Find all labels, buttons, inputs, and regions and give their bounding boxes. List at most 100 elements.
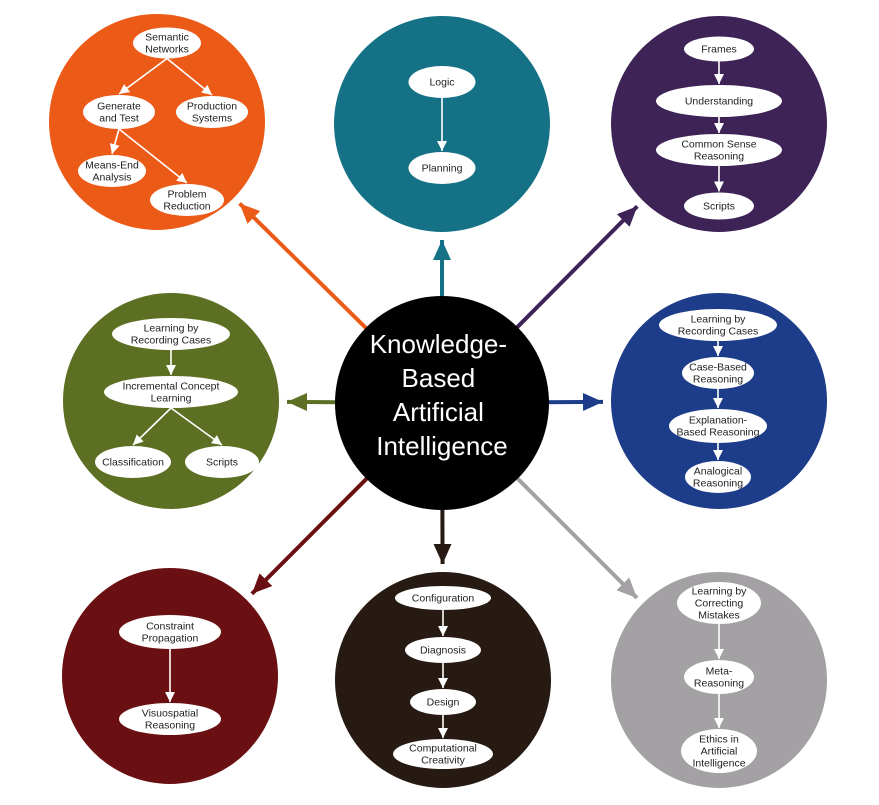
- concept-label-line: Common Sense: [681, 139, 756, 151]
- concept-ellipse: [104, 376, 238, 408]
- concept-label: Logic: [429, 77, 454, 89]
- concept-label-line: Learning: [151, 393, 192, 405]
- concept-node: Meta-Reasoning: [684, 660, 754, 694]
- concept-node: Design: [410, 689, 476, 715]
- center-title-line: Knowledge-: [370, 329, 507, 359]
- concept-ellipse: [119, 703, 221, 735]
- concept-label-line: Correcting: [695, 598, 744, 610]
- concept-ellipse: [659, 309, 777, 341]
- concept-label-line: Reasoning: [145, 720, 195, 732]
- concept-label-line: Configuration: [412, 593, 475, 605]
- concept-ellipse: [95, 446, 171, 478]
- concept-label-line: Understanding: [685, 96, 753, 108]
- concept-label: Diagnosis: [420, 645, 466, 657]
- concept-label: Explanation-Based Reasoning: [677, 415, 760, 439]
- concept-ellipse: [185, 446, 259, 478]
- node-connector: [118, 57, 168, 95]
- concept-node: Explanation-Based Reasoning: [669, 409, 767, 443]
- spoke-arrow-purple: [511, 204, 639, 333]
- concept-node: Scripts: [684, 192, 754, 220]
- concept-label-line: Systems: [192, 113, 232, 125]
- center-title: Knowledge- Based Artificial Intelligence: [370, 329, 515, 461]
- concept-label-line: Ethics in: [699, 734, 739, 746]
- concept-label-line: Creativity: [421, 755, 466, 767]
- concept-label-line: Problem: [167, 189, 206, 201]
- concept-node: Scripts: [185, 446, 259, 478]
- concept-label-line: Computational: [409, 743, 477, 755]
- concept-label-line: Learning by: [144, 323, 200, 335]
- concept-node: Classification: [95, 446, 171, 478]
- concept-label-line: Design: [427, 697, 460, 709]
- center-title-line: Based: [402, 363, 476, 393]
- concept-label: Frames: [701, 44, 737, 56]
- concept-ellipse: [112, 318, 230, 350]
- concept-label-line: Reasoning: [693, 478, 743, 490]
- center-title-line: Intelligence: [376, 431, 508, 461]
- node-connector: [109, 128, 120, 155]
- spoke-arrow-maroon: [250, 473, 373, 596]
- concept-node: Logic: [408, 66, 476, 98]
- concept-label: Scripts: [703, 201, 735, 213]
- concept-label-line: Incremental Concept: [123, 381, 220, 393]
- concept-label-line: Reasoning: [694, 151, 744, 163]
- concept-ellipse: [393, 739, 493, 769]
- concept-ellipse: [408, 66, 476, 98]
- concept-ellipse: [669, 409, 767, 443]
- concept-label: Planning: [422, 163, 463, 175]
- concept-label-line: Reduction: [163, 201, 210, 213]
- concept-ellipse: [176, 96, 248, 128]
- concept-node: Frames: [684, 36, 754, 62]
- concept-label-line: Analogical: [694, 466, 742, 478]
- node-connector: [170, 407, 223, 446]
- concept-label-line: Meta-: [706, 666, 733, 678]
- concept-node: Understanding: [656, 85, 782, 117]
- concept-label-line: Scripts: [206, 457, 238, 469]
- concept-label: Configuration: [412, 593, 475, 605]
- concept-ellipse: [684, 36, 754, 62]
- concept-ellipse: [78, 155, 146, 187]
- node-connector: [118, 128, 188, 184]
- concept-label: Scripts: [206, 457, 238, 469]
- concept-ellipse: [150, 184, 224, 216]
- concept-label-line: Scripts: [703, 201, 735, 213]
- concept-ellipse: [684, 192, 754, 220]
- concept-label: Understanding: [685, 96, 753, 108]
- center-spokes: [238, 202, 639, 600]
- concept-ellipse: [405, 637, 481, 663]
- concept-label-line: Semantic: [145, 32, 189, 44]
- concept-node: Planning: [408, 152, 476, 184]
- concept-label-line: Frames: [701, 44, 737, 56]
- concept-ellipse: [133, 27, 201, 59]
- concept-label-line: Intelligence: [692, 758, 745, 770]
- concept-label-line: Means-End: [85, 160, 139, 172]
- concept-ellipse: [682, 357, 754, 389]
- concept-ellipse: [395, 586, 491, 610]
- center-title-line: Artificial: [393, 397, 484, 427]
- concept-label-line: and Test: [99, 113, 139, 125]
- spoke-arrow-gray: [512, 473, 639, 600]
